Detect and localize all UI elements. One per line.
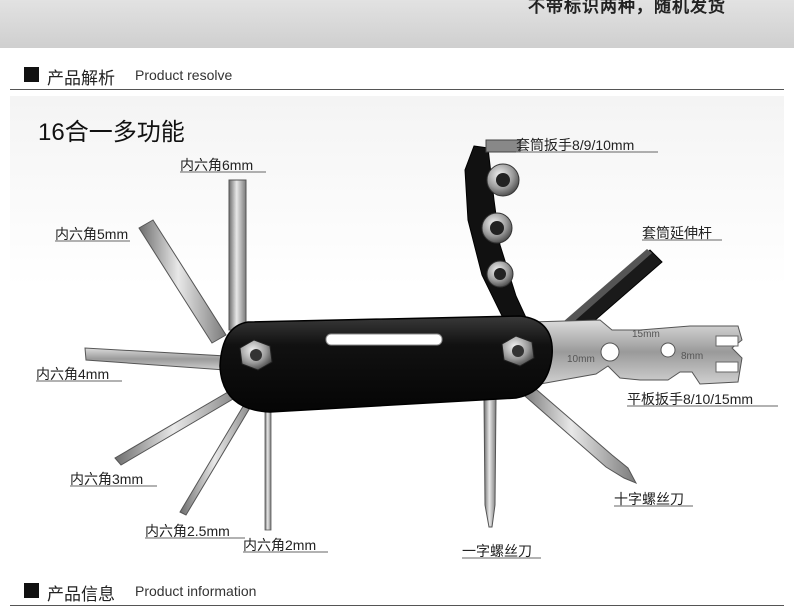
wrench-engraving-8: 8mm	[681, 351, 703, 362]
section-title-cn: 产品解析	[47, 69, 115, 88]
top-banner: 不带标识两种，随机发货	[0, 0, 794, 48]
hex-key-2mm	[264, 395, 272, 531]
section-header-resolve: 产品解析 Product resolve	[10, 64, 784, 90]
flathead-screwdriver	[483, 397, 497, 528]
section-title-en: Product information	[135, 583, 257, 599]
section-title-cn: 产品信息	[47, 585, 115, 604]
callout-socket-extension: 套筒延伸杆	[642, 225, 712, 241]
callout-socket-wrench: 套筒扳手8/9/10mm	[516, 137, 635, 153]
callout-hex-2mm: 内六角2mm	[243, 537, 317, 553]
wrench-engraving-15: 15mm	[632, 329, 660, 340]
callout-flathead-screwdriver: 一字螺丝刀	[462, 543, 532, 559]
callout-hex-3mm: 内六角3mm	[70, 471, 144, 487]
main-title: 16合一多功能	[38, 119, 185, 146]
callout-hex-5mm: 内六角5mm	[55, 226, 129, 242]
hex-key-3mm	[114, 384, 246, 466]
wrench-engraving-10: 10mm	[567, 354, 595, 365]
section-title-en: Product resolve	[135, 67, 233, 83]
socket-wrench-arm	[464, 139, 529, 323]
section-square-icon	[24, 583, 39, 598]
callout-phillips-screwdriver: 十字螺丝刀	[614, 491, 684, 507]
section-divider	[10, 605, 784, 606]
hex-key-5mm	[138, 219, 227, 344]
hex-key-6mm	[228, 179, 247, 331]
multitool-body	[219, 315, 553, 413]
callout-lines	[36, 151, 778, 559]
shipping-note: 不带标识两种，随机发货	[528, 0, 726, 16]
callout-hex-6mm: 内六角6mm	[180, 157, 254, 173]
hex-key-2-5mm	[179, 392, 258, 516]
section-header-info: 产品信息 Product information	[10, 580, 784, 606]
callout-hex-4mm: 内六角4mm	[36, 366, 110, 382]
section-divider	[10, 89, 784, 90]
callout-flat-wrench: 平板扳手8/10/15mm	[627, 391, 754, 407]
flat-wrench	[529, 319, 743, 385]
section-square-icon	[24, 67, 39, 82]
phillips-screwdriver	[517, 383, 638, 484]
callout-hex-2-5mm: 内六角2.5mm	[145, 523, 230, 539]
